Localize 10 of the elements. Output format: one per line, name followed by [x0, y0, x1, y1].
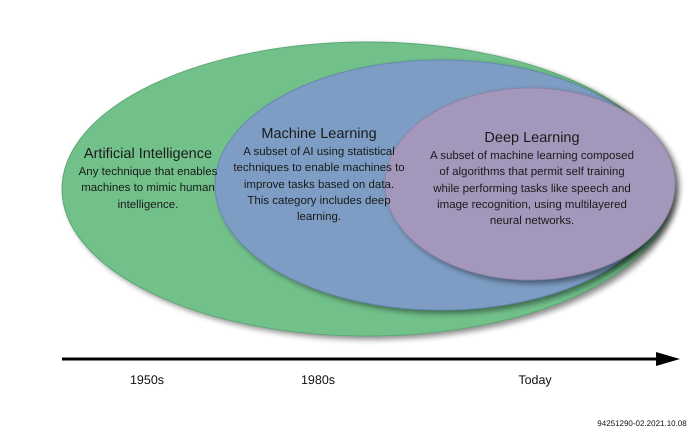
timeline-label: 1980s — [300, 373, 336, 387]
ellipse-description: A subset of AI using statistical techniques to enable machines to improve tasks based on data. This category includes deep learning. — [233, 145, 405, 225]
ellipse-description: A subset of machine learning composed of algorithms that permit self training while performing tasks like speech and image recognition, using multilayered neural networks. — [429, 149, 635, 229]
ellipse-heading: Deep Learning — [483, 130, 581, 148]
timeline-label: 1950s — [130, 373, 164, 387]
ellipse-heading: Artificial Intelligence — [82, 146, 214, 164]
timeline-label: Today — [518, 373, 552, 387]
ellipse-description: Any technique that enables machines to mimic human intelligence. — [78, 165, 218, 213]
ellipse-heading: Machine Learning — [260, 126, 378, 144]
figure-id: 94251290-02.2021.10.08 — [597, 419, 687, 428]
